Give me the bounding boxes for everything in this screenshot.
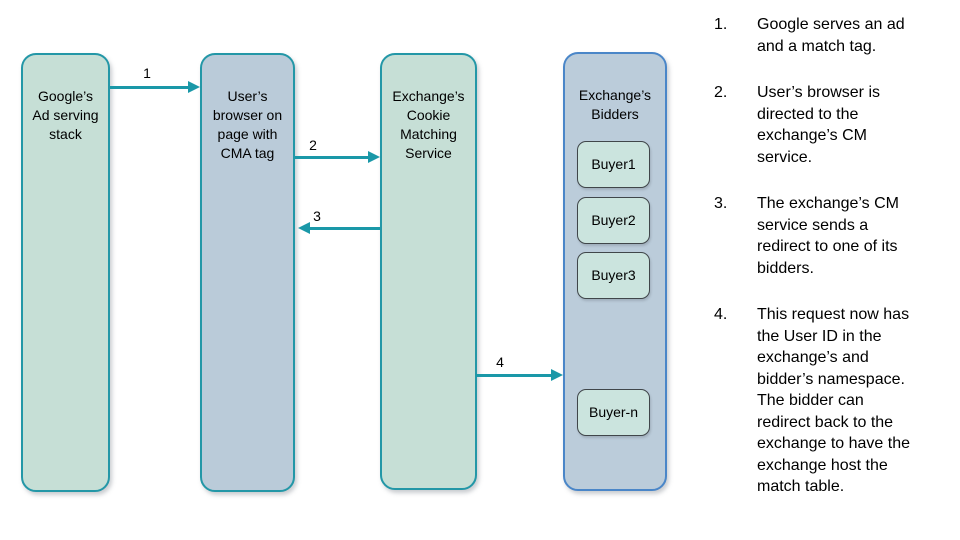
arrow-head-icon [298,222,310,234]
note-item: 1. Google serves an ad and a match tag. [714,14,946,57]
note-item: 2. User’s browser is directed to the exc… [714,82,946,168]
arrow-head-icon [188,81,200,93]
bidder-box: Buyer3 [577,252,650,299]
note-text: User’s browser is directed to the exchan… [757,84,880,166]
bidder-label: Buyer3 [591,267,636,283]
note-number: 1. [714,16,728,33]
bidder-label: Buyer-n [588,404,639,420]
node-user-browser: User’s browser on page with CMA tag [200,53,295,492]
node-google-ad-serving-stack: Google’s Ad serving stack [21,53,110,492]
arrow-label: 4 [496,354,504,370]
node-cookie-matching-service: Exchange’s Cookie Matching Service [380,53,477,490]
bidder-box: Buyer-n [577,389,650,436]
flow-arrow-4 [476,369,563,381]
arrow-label: 1 [143,65,151,81]
note-number: 4. [714,306,728,323]
flow-arrow-3 [298,222,380,234]
note-number: 3. [714,195,728,212]
flow-arrow-2 [295,151,380,163]
note-item: 3. The exchange’s CM service sends a red… [714,193,946,279]
note-text: This request now has the User ID in the … [757,306,911,495]
flow-arrow-1 [110,81,200,93]
node-label: Exchange’s Bidders [578,87,652,122]
arrow-head-icon [368,151,380,163]
bidder-box: Buyer2 [577,197,650,244]
bidder-label: Buyer2 [591,212,636,228]
arrow-shaft [476,373,552,377]
bidder-label: Buyer1 [591,156,636,172]
notes-list: 1. Google serves an ad and a match tag. … [714,14,946,523]
arrow-shaft [309,226,380,230]
bidder-box: Buyer1 [577,141,650,188]
arrow-head-icon [551,369,563,381]
note-text: Google serves an ad and a match tag. [757,16,905,55]
arrow-shaft [110,85,189,89]
note-number: 2. [714,84,728,101]
node-label: User’s browser on page with CMA tag [212,88,283,161]
arrow-label: 3 [313,208,321,224]
node-label: Google’s Ad serving stack [32,88,99,142]
arrow-shaft [295,155,369,159]
node-exchange-bidders: Exchange’s Bidders Buyer1 Buyer2 Buyer3 … [563,52,667,491]
arrow-label: 2 [309,137,317,153]
node-label: Exchange’s Cookie Matching Service [392,88,465,161]
note-item: 4. This request now has the User ID in t… [714,304,946,498]
note-text: The exchange’s CM service sends a redire… [757,195,899,277]
